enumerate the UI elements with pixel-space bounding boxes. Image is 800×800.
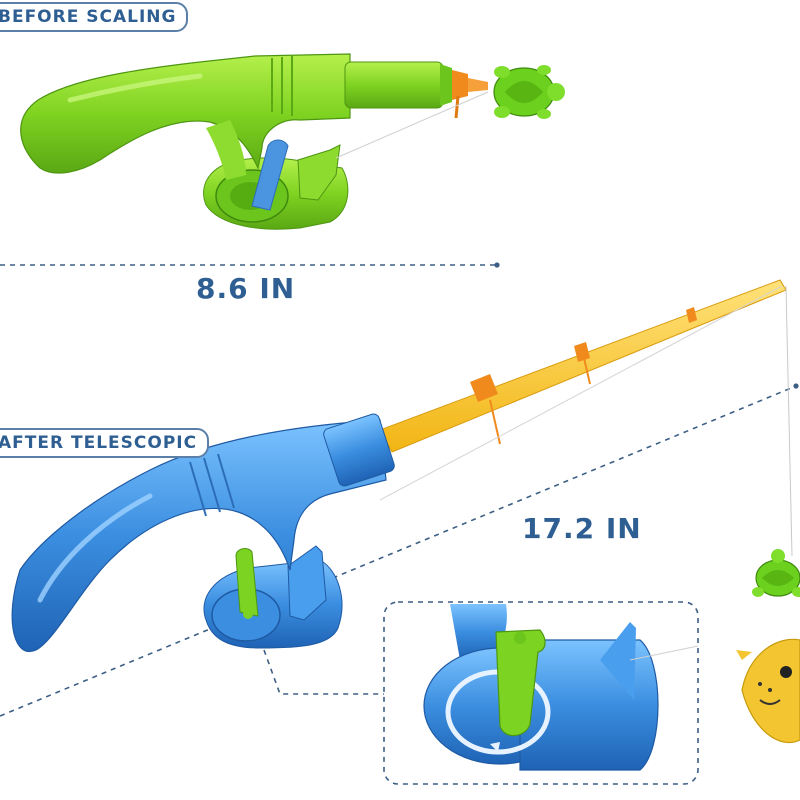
after-measure-line <box>0 385 797 717</box>
after-telescopic-label: AFTER TELESCOPIC <box>0 428 210 458</box>
fish-toy-hanging <box>736 638 800 744</box>
blue-fishing-rod <box>11 413 395 653</box>
before-length-text: 8.6 IN <box>196 272 296 305</box>
turtle-toy-top <box>493 65 565 119</box>
fishing-line <box>785 285 793 557</box>
fishing-line-lower <box>379 285 783 501</box>
turtle-toy-hanging <box>752 549 800 597</box>
green-fishing-rod <box>20 53 489 230</box>
after-length-text: 17.2 IN <box>522 512 642 545</box>
before-measure-end-dot <box>494 262 500 268</box>
before-scaling-label: BEFORE SCALING <box>0 2 189 32</box>
yellow-telescopic-tip <box>379 279 787 453</box>
reel-zoom-detail <box>423 604 699 771</box>
after-measure-end-dot <box>793 383 799 389</box>
callout-connector <box>263 649 386 695</box>
